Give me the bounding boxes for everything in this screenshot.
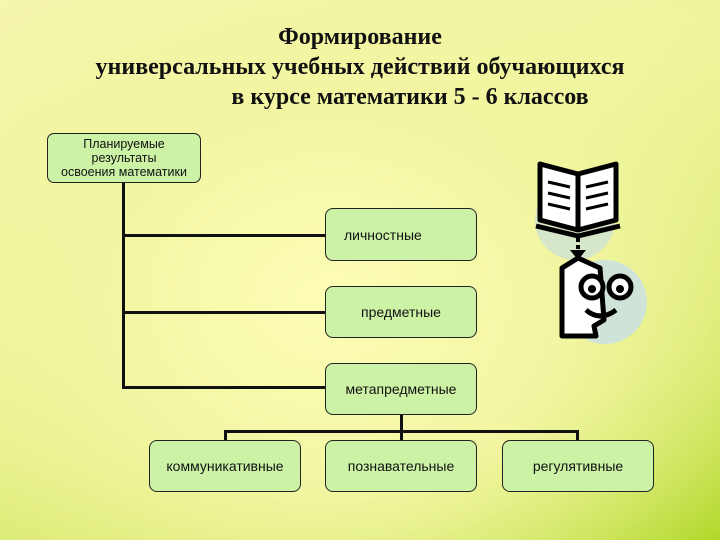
sub-connector-left — [224, 430, 227, 441]
sub-box-regulative: регулятивные — [502, 440, 654, 492]
root-box-planned-results: Планируемые результаты освоения математи… — [47, 133, 201, 183]
connector-subject — [122, 311, 327, 314]
slide-title: Формирование универсальных учебных дейст… — [30, 22, 690, 112]
sub-connector-right — [576, 430, 579, 441]
branch-box-metasubject: метапредметные — [325, 363, 477, 415]
sub-box-cognitive: познавательные — [325, 440, 477, 492]
title-line-2: универсальных учебных действий обучающих… — [95, 54, 625, 80]
clipart-group — [535, 161, 647, 344]
smiling-face-icon — [559, 255, 634, 339]
root-label-line-1: Планируемые — [83, 137, 165, 151]
title-line-3: в курсе математики 5 - 6 классов — [231, 84, 589, 110]
arrow-down-icon — [570, 238, 586, 260]
open-book-icon — [535, 161, 621, 239]
branch-box-subject: предметные — [325, 286, 477, 338]
connector-metasubject — [122, 386, 327, 389]
branch-box-personal: личностные — [325, 208, 477, 261]
root-label-line-2: результаты — [91, 151, 157, 165]
sub-horizontal-connector — [224, 430, 579, 433]
connector-personal — [122, 234, 327, 237]
root-label-line-3: освоения математики — [61, 165, 187, 179]
title-line-1: Формирование — [278, 24, 442, 50]
meta-down-connector — [400, 414, 403, 441]
sub-box-communicative: коммуникативные — [149, 440, 301, 492]
trunk-connector — [122, 183, 125, 388]
